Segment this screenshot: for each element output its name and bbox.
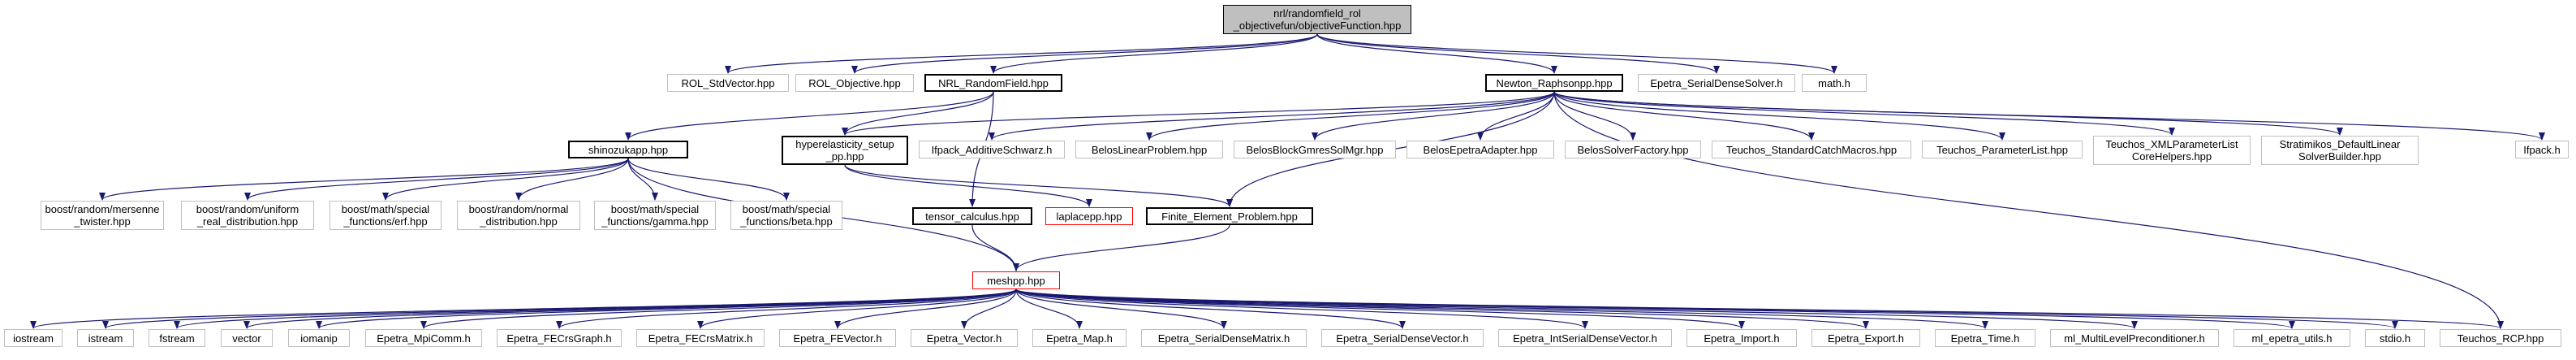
edge-meshpp-to-istream [102,288,1017,329]
node-rol-stdvector[interactable]: ROL_StdVector.hpp [667,74,789,92]
edge-meshpp-to-ml_multilevel [1015,288,2138,329]
edge-nrl_randomfield-to-hyperelasticity [842,91,994,136]
node-vector[interactable]: vector [221,329,273,347]
node-laplacepp[interactable]: laplacepp.hpp [1045,207,1133,225]
edge-meshpp-to-vector [243,288,1017,329]
edge-meshpp-to-epetra_map [1015,288,1083,329]
edge-root-to-rol_objective [851,33,1318,74]
edge-root-to-newton_raphson [1316,33,1557,74]
edge-newton_raphson-to-teuchos_paramlist [1553,91,2005,141]
node-iostream[interactable]: iostream [4,329,62,347]
edge-meshpp-to-epetra_fevector [834,288,1017,329]
node-boost-normal-distribution[interactable]: boost/random/normal _distribution.hpp [457,201,580,230]
edge-shinozuka-to-boost_gamma [627,158,658,201]
node-epetra-fevector[interactable]: Epetra_FEVector.h [779,329,896,347]
node-rol-objective[interactable]: ROL_Objective.hpp [795,74,914,92]
edge-meshpp-to-epetra_time [1015,288,1988,329]
node-epetra-intserialdensevector[interactable]: Epetra_IntSerialDenseVector.h [1498,329,1672,347]
node-hyperelasticity-setup[interactable]: hyperelasticity_setup _pp.hpp [782,136,908,165]
node-epetra-fecrsgraph[interactable]: Epetra_FECrsGraph.h [497,329,622,347]
edge-newton_raphson-to-teuchos_rcp [1553,91,2504,329]
edge-hyperelasticity-to-finite_element [844,164,1233,207]
node-objective-function-root[interactable]: nrl/randomfield_rol _objectivefun/object… [1223,5,1411,34]
node-epetra-fecrsmatrix[interactable]: Epetra_FECrsMatrix.h [636,329,765,347]
node-teuchos-catch-macros[interactable]: Teuchos_StandardCatchMacros.hpp [1712,141,1911,158]
node-belos-solver-factory[interactable]: BelosSolverFactory.hpp [1565,141,1701,158]
node-iomanip[interactable]: iomanip [288,329,350,347]
node-finite-element-problem[interactable]: Finite_Element_Problem.hpp [1146,207,1313,225]
node-ifpack-h[interactable]: Ifpack.h [2515,141,2569,158]
edge-nrl_randomfield-to-shinozuka [625,91,994,141]
node-epetra-serialdensesolver[interactable]: Epetra_SerialDenseSolver.h [1638,74,1795,92]
edge-meshpp-to-epetra_vector [961,288,1017,329]
edge-meshpp-to-epetra_sdvector [1015,288,1406,329]
edge-shinozuka-to-boost_mersenne [99,158,629,201]
node-ml-multilevel-preconditioner[interactable]: ml_MultiLevelPreconditioner.h [2050,329,2219,347]
edge-meshpp-to-epetra_fecrsmatrix [697,288,1017,329]
node-stdio[interactable]: stdio.h [2365,329,2425,347]
edge-meshpp-to-fstream [174,288,1017,329]
node-ml-epetra-utils[interactable]: ml_epetra_utils.h [2234,329,2350,347]
edge-meshpp-to-epetra_sdmatrix [1015,288,1227,329]
edge-shinozuka-to-boost_normal [515,158,629,201]
node-ifpack-additive-schwarz[interactable]: Ifpack_AdditiveSchwarz.h [919,141,1065,158]
node-nrl-randomfield[interactable]: NRL_RandomField.hpp [924,74,1062,92]
edge-hyperelasticity-to-laplacepp [844,164,1092,207]
edge-newton_raphson-to-ifpack_additive [989,91,1555,141]
edge-meshpp-to-epetra_mpicomm [420,288,1017,329]
edge-newton_raphson-to-ifpack_h [1553,91,2545,141]
edge-meshpp-to-epetra_intsdvector [1015,288,1588,329]
edge-tensor_calculus-to-meshpp [971,224,1019,271]
edge-meshpp-to-iomanip [316,288,1017,329]
edge-finite_element-to-meshpp [1013,224,1230,271]
node-boost-mersenne-twister[interactable]: boost/random/mersenne _twister.hpp [41,201,164,230]
node-boost-beta[interactable]: boost/math/special _functions/beta.hpp [730,201,842,230]
node-belos-epetra-adapter[interactable]: BelosEpetraAdapter.hpp [1406,141,1554,158]
edge-meshpp-to-epetra_import [1015,288,1745,329]
edge-shinozuka-to-boost_beta [627,158,790,201]
node-belos-block-gmres[interactable]: BelosBlockGmresSolMgr.hpp [1234,141,1396,158]
edge-newton_raphson-to-belos_factory [1553,91,1636,141]
edge-newton_raphson-to-teuchos_catch [1553,91,1815,141]
node-tensor-calculus[interactable]: tensor_calculus.hpp [912,207,1032,225]
node-fstream[interactable]: fstream [149,329,205,347]
node-teuchos-xml-helpers[interactable]: Teuchos_XMLParameterList CoreHelpers.hpp [2093,136,2251,165]
dependency-edges [30,33,2545,329]
edge-newton_raphson-to-teuchos_xml [1553,91,2175,136]
node-math-h[interactable]: math.h [1802,74,1867,92]
node-belos-linearproblem[interactable]: BelosLinearProblem.hpp [1075,141,1223,158]
edge-newton_raphson-to-hyperelasticity [842,91,1555,136]
node-stratimikos-builder[interactable]: Stratimikos_DefaultLinear SolverBuilder.… [2261,136,2419,165]
node-boost-gamma[interactable]: boost/math/special _functions/gamma.hpp [594,201,716,230]
edge-root-to-nrl_randomfield [990,33,1318,74]
node-epetra-mpicomm[interactable]: Epetra_MpiComm.h [365,329,482,347]
edge-root-to-math_h [1316,33,1837,74]
node-epetra-serialdensematrix[interactable]: Epetra_SerialDenseMatrix.h [1141,329,1307,347]
node-shinozuka[interactable]: shinozukapp.hpp [568,141,688,158]
node-newton-raphson[interactable]: Newton_Raphsonpp.hpp [1485,74,1623,92]
edge-newton_raphson-to-belos_gmres [1312,91,1555,141]
node-boost-erf[interactable]: boost/math/special _functions/erf.hpp [330,201,442,230]
edge-shinozuka-to-boost_erf [382,158,629,201]
node-istream[interactable]: istream [77,329,134,347]
edge-root-to-epetra_serialdensesolver [1316,33,1720,74]
node-epetra-export[interactable]: Epetra_Export.h [1811,329,1920,347]
edge-meshpp-to-epetra_export [1015,288,1869,329]
node-epetra-vector[interactable]: Epetra_Vector.h [911,329,1018,347]
node-epetra-import[interactable]: Epetra_Import.h [1686,329,1797,347]
node-epetra-map[interactable]: Epetra_Map.h [1032,329,1126,347]
node-meshpp[interactable]: meshpp.hpp [972,271,1060,289]
edge-root-to-rol_stdvector [725,33,1318,74]
edge-newton_raphson-to-belos_epetra [1477,91,1555,141]
node-boost-uniform-real[interactable]: boost/random/uniform _real_distribution.… [181,201,314,230]
edge-meshpp-to-teuchos_rcp [1015,288,2504,329]
node-teuchos-parameterlist[interactable]: Teuchos_ParameterList.hpp [1922,141,2083,158]
node-epetra-time[interactable]: Epetra_Time.h [1935,329,2035,347]
edge-newton_raphson-to-belos_linearproblem [1146,91,1555,141]
edge-shinozuka-to-boost_uniform [244,158,629,201]
node-teuchos-rcp[interactable]: Teuchos_RCP.hpp [2440,329,2561,347]
edge-meshpp-to-epetra_fecrsgraph [556,288,1017,329]
node-epetra-serialdensevector[interactable]: Epetra_SerialDenseVector.h [1321,329,1484,347]
